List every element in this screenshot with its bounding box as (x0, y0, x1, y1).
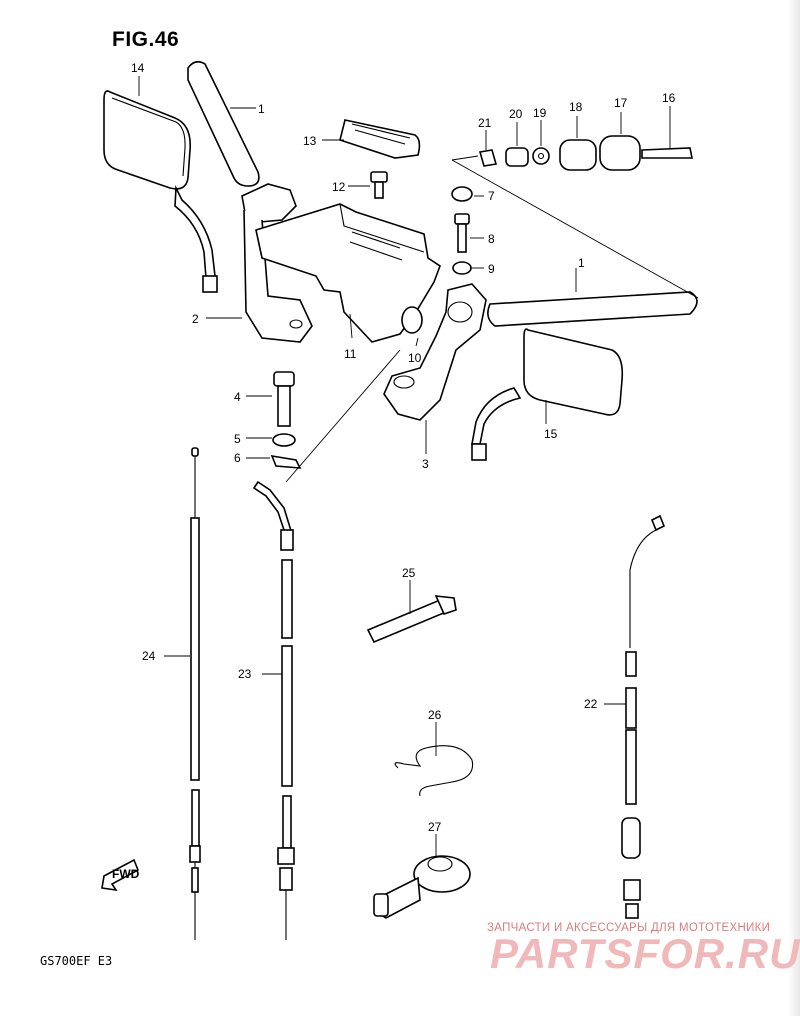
right-mirror (471, 328, 624, 461)
callout-26: 26 (428, 708, 442, 722)
callout-16: 16 (662, 91, 676, 105)
right-grip (487, 291, 698, 327)
callout-15: 15 (544, 427, 558, 441)
callout-22: 22 (584, 697, 598, 711)
cable-23 (252, 480, 295, 940)
watermark-caption: ЗАПЧАСТИ И АКСЕССУАРЫ ДЛЯ МОТОТЕХНИКИ (487, 922, 771, 934)
callout-12: 12 (332, 180, 346, 194)
bar-end-assembly (478, 135, 693, 171)
callout-1-right-grip: 1 (578, 256, 585, 270)
figure-title: FIG.46 (112, 28, 180, 51)
fwd-arrow-icon: FWD (101, 858, 140, 892)
model-code: GS700EF E3 (40, 954, 113, 968)
callout-13: 13 (303, 134, 317, 148)
watermark-logo: PARTSFOR.RU (490, 930, 800, 977)
callout-14: 14 (131, 61, 145, 75)
callout-18: 18 (569, 100, 583, 114)
emblem (339, 119, 421, 159)
callout-1-left-grip: 1 (258, 102, 265, 116)
callout-19: 19 (533, 106, 547, 120)
callout-25: 25 (402, 566, 416, 580)
cable-24 (189, 447, 201, 940)
cable-tie-strap (366, 595, 457, 644)
callout-17: 17 (614, 96, 628, 110)
fwd-label: FWD (112, 867, 140, 881)
handlebar-clamp (255, 203, 441, 343)
callout-4: 4 (234, 390, 241, 404)
cap-bolt-washer (451, 186, 473, 275)
clamp-clip (394, 745, 474, 797)
frame-edge (788, 0, 800, 1016)
right-handlebar-holder (383, 283, 487, 421)
callout-labels: 1 1 2 3 4 5 6 7 8 9 10 11 12 13 14 15 16… (131, 61, 676, 834)
callout-21: 21 (478, 116, 492, 130)
lower-bolt-washer-clip (270, 371, 302, 469)
callout-6: 6 (234, 451, 241, 465)
callout-2: 2 (192, 312, 199, 326)
callout-23: 23 (238, 667, 252, 681)
bolt-12 (370, 171, 388, 199)
callout-27: 27 (428, 820, 442, 834)
callout-8: 8 (488, 232, 495, 246)
callout-10: 10 (408, 351, 422, 365)
callout-leaders (138, 76, 699, 858)
callout-7: 7 (488, 189, 495, 203)
callout-3: 3 (422, 457, 429, 471)
cable-adjuster (373, 855, 471, 919)
cable-22 (621, 514, 666, 919)
callout-5: 5 (234, 432, 241, 446)
left-grip (187, 60, 260, 187)
left-mirror (103, 90, 218, 293)
callout-24: 24 (142, 649, 156, 663)
callout-20: 20 (509, 107, 523, 121)
callout-11: 11 (344, 347, 357, 361)
callout-9: 9 (488, 262, 495, 276)
